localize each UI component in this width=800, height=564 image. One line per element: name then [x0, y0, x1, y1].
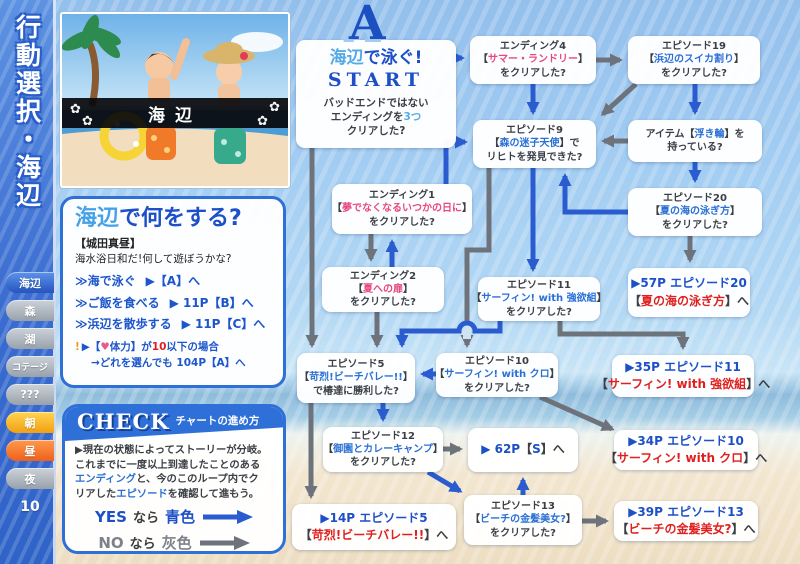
flow-edge-no [557, 321, 690, 350]
check-heading: チャートの進め方 [175, 415, 260, 427]
sidebar-tab-海辺[interactable]: 海辺 [6, 272, 54, 293]
flow-node-ep5: エピソード5【苛烈!ビーチバレー!!】で椿達に勝利した? [297, 353, 415, 403]
yes-label: YES [95, 507, 127, 526]
no-label: NO [98, 533, 124, 552]
choice-item: ≫ご飯を食べる ▶ 11P【B】へ [75, 293, 271, 315]
flow-node-ep12: エピソード12【御園とカレーキャンプ】をクリアした? [323, 427, 443, 472]
flow-node-ep9: エピソード9【森の迷子天使】でリヒトを発見できた? [473, 120, 596, 168]
flow-node-ep10: エピソード10【サーフィン! with クロ】をクリアした? [434, 353, 560, 397]
flow-node-end1: エンディング1【夢でなくなるいつかの日に】をクリアした? [332, 184, 472, 234]
choice-item: ≫海で泳ぐ ▶【A】へ [75, 271, 271, 293]
alert-icon: ! [75, 340, 80, 353]
banner-location-label: 海辺 [62, 98, 288, 128]
start-a-glyph: A [349, 0, 386, 51]
choice-label: ≫海で泳ぐ [75, 274, 136, 289]
page-title-vertical: 行動選択・海辺 [12, 14, 42, 210]
flow-node-ep19: エピソード19【浜辺のスイカ割り】をクリアした? [628, 36, 760, 84]
panel-title: 海辺で何をする? [75, 206, 271, 231]
sidebar-tab-???[interactable]: ??? [6, 384, 54, 405]
flow-node-p57: ▶57P エピソード20【夏の海の泳ぎ方】へ [628, 268, 750, 317]
stamina-note-line1: !▶【♥体力】が10以下の場合 [75, 340, 219, 353]
stamina-note: !▶【♥体力】が10以下の場合 →どれを選んでも 104P【A】へ [75, 340, 271, 372]
no-mid: なら [129, 537, 156, 553]
flow-edge-yes [443, 135, 468, 184]
speaker-name: 【城田真昼】 [75, 237, 141, 251]
flow-node-p34: ▶34P エピソード10【サーフィン! with クロ】へ [605, 430, 767, 470]
yes-mid: なら [132, 511, 159, 527]
hibiscus-icon: ✿ [70, 102, 81, 117]
flow-edge-yes [558, 173, 628, 215]
location-tab-list: 海辺森湖コテージ??? 朝昼夜 10 [0, 272, 56, 524]
choice-destination: ▶【A】へ [145, 274, 201, 289]
action-select-panel: 海辺で何をする? 【城田真昼】 海水浴日和だ!何して遊ぼうかな? ≫海で泳ぐ ▶【… [60, 196, 286, 388]
check-panel-header: CHECK チャートの進め方 [65, 407, 283, 441]
check-panel: CHECK チャートの進め方 ▶現在の状態によってストーリーが分岐。これまでに一… [62, 404, 286, 554]
yes-rule: YES なら 青色 [65, 506, 283, 527]
character-quote: 海水浴日和だ!何して遊ぼうかな? [75, 253, 232, 266]
flow-edge-yes [395, 320, 503, 348]
sidebar-tab-昼[interactable]: 昼 [6, 440, 54, 461]
flow-node-end4: エンディング4【サマー・ランドリー】をクリアした? [470, 36, 596, 84]
flow-node-item: アイテム【浮き輪】を持っている? [628, 120, 762, 162]
flow-node-ep11: エピソード11【サーフィン! with 強欲組】をクリアした? [471, 277, 607, 321]
panel-title-dark: で何をする? [119, 206, 242, 231]
flow-node-p14: ▶14P エピソード5【苛烈!ビーチバレー!!】へ [292, 504, 456, 550]
flow-edge-no [600, 82, 638, 117]
check-body-text: ▶現在の状態によってストーリーが分岐。これまでに一度以上到達したことのあるエンデ… [75, 444, 268, 500]
sidebar-tab-森[interactable]: 森 [6, 300, 54, 321]
flow-node-p35: ▶35P エピソード11【サーフィン! with 強欲組】へ [596, 355, 770, 397]
choice-label: ≫浜辺を散歩する [75, 317, 172, 332]
choice-destination: ▶ 11P【B】へ [169, 295, 254, 310]
flow-edge-no [538, 394, 615, 432]
no-arrow-icon [199, 535, 250, 550]
sidebar-tab-湖[interactable]: 湖 [6, 328, 54, 349]
beach-illustration: 海辺 ✿ ✿ ✿ ✿ [60, 12, 290, 188]
no-rule: NO なら 灰色 [65, 532, 283, 553]
flow-edge-yes [426, 469, 463, 494]
hibiscus-icon: ✿ [257, 114, 268, 129]
stamina-note-line2: →どれを選んでも 104P【A】へ [91, 356, 246, 369]
choice-item: ≫浜辺を散歩する ▶ 11P【C】へ [75, 314, 271, 336]
hibiscus-icon: ✿ [269, 100, 280, 115]
hibiscus-icon: ✿ [82, 114, 93, 129]
panel-title-light: 海辺 [75, 206, 120, 231]
flow-node-ep20: エピソード20【夏の海の泳ぎ方】をクリアした? [628, 188, 762, 236]
check-badge: CHECK [77, 409, 170, 434]
yes-arrow-icon [202, 509, 253, 524]
choice-destination: ▶ 11P【C】へ [181, 317, 266, 332]
no-color-word: 灰色 [161, 534, 192, 553]
sidebar-tab-10[interactable]: 10 [20, 498, 40, 515]
sidebar-tab-コテージ[interactable]: コテージ [6, 356, 54, 377]
flow-node-p39: ▶39P エピソード13【ビーチの金髪美女?】へ [614, 501, 758, 541]
left-sidebar: 行動選択・海辺 海辺森湖コテージ??? 朝昼夜 10 [0, 0, 56, 564]
flow-node-ep13: エピソード13【ビーチの金髪美女?】をクリアした? [464, 495, 582, 545]
yes-color-word: 青色 [164, 508, 195, 527]
choice-list: ≫海で泳ぐ ▶【A】へ ≫ご飯を食べる ▶ 11P【B】へ ≫浜辺を散歩する ▶ 11P【… [75, 271, 271, 336]
flow-node-end2: エンディング2【夏への扉】をクリアした? [322, 267, 444, 312]
sidebar-tab-朝[interactable]: 朝 [6, 412, 54, 433]
flow-node-p62: ▶ 62P【S】へ [468, 428, 578, 472]
choice-label: ≫ご飯を食べる [75, 295, 160, 310]
sidebar-tab-夜[interactable]: 夜 [6, 468, 54, 489]
